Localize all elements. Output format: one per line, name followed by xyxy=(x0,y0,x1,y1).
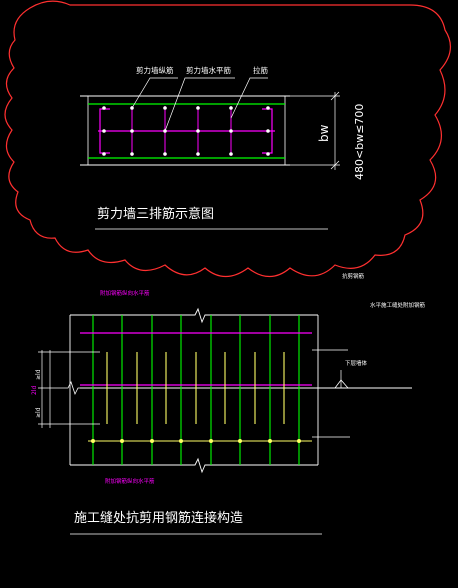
label-bottom-left: 附加钢筋纵向水平筋 xyxy=(105,477,155,485)
vertical-bars xyxy=(102,106,270,156)
shear-dowels xyxy=(106,352,285,424)
label-tie: 拉筋 xyxy=(253,65,268,75)
dim-lower-label: ≥ld xyxy=(35,407,42,418)
dim-upper-label: ≥ld xyxy=(35,369,42,380)
leader-horizontal-bar xyxy=(164,77,235,132)
dim-tick-bottom xyxy=(330,160,340,170)
wall-bottom-breakline xyxy=(70,457,318,474)
bottom-diagram-title: 施工缝处抗剪用钢筋连接构造 xyxy=(74,510,243,526)
joint-triangle xyxy=(334,379,349,389)
additional-bar-dots xyxy=(91,439,301,443)
dim-tick-top xyxy=(330,91,340,101)
dim-label-bw: bw xyxy=(317,124,331,142)
label-top-left: 附加钢筋纵向水平筋 xyxy=(100,289,150,297)
label-right-mid: 下层墙体 xyxy=(345,359,368,367)
joint-detail xyxy=(38,307,412,474)
label-vertical-bar: 剪力墙纵筋 xyxy=(136,65,174,75)
wall-section xyxy=(80,77,340,170)
leader-vertical-bar xyxy=(131,77,178,109)
dim-total-label: 2ld xyxy=(31,386,38,395)
revision-cloud xyxy=(4,0,451,278)
label-shear-bars: 抗剪钢筋 xyxy=(342,272,365,280)
left-joint-break xyxy=(60,380,86,396)
wall-top-breakline xyxy=(70,307,318,324)
leader-tie xyxy=(230,77,268,119)
label-horizontal-bar: 剪力墙水平筋 xyxy=(186,65,231,75)
label-right-upper: 水平施工缝处附加钢筋 xyxy=(370,301,426,309)
top-diagram-title: 剪力墙三排筋示意图 xyxy=(97,206,214,222)
dim-range-label: 480<bw≤700 xyxy=(353,104,366,180)
